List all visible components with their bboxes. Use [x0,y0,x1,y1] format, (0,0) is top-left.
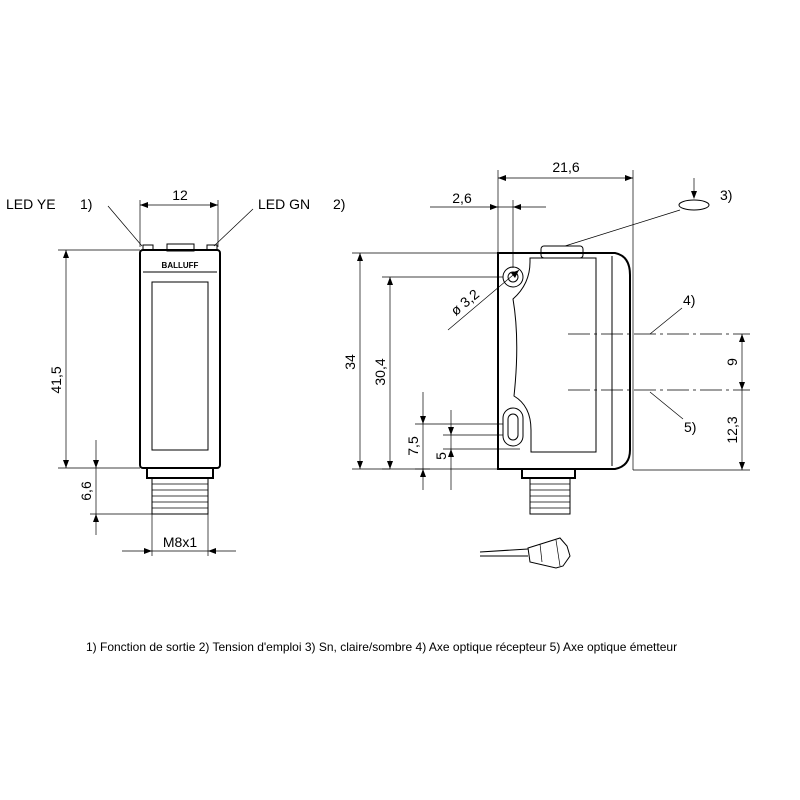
dim-2-6-label: 2,6 [452,190,472,206]
side-view: 3) 21,6 2,6 ø 3,2 [342,159,750,569]
dim-height-34: 34 [342,252,498,470]
dim-41-5-label: 41,5 [48,366,64,393]
led-ye-label: LED YE [6,196,56,212]
cable-plug [479,537,571,569]
potentiometer-callout: 3) [564,178,732,247]
dim-21-6-label: 21,6 [552,159,579,175]
dim-9-label: 9 [724,358,740,366]
dim-6-6-label: 6,6 [78,481,94,501]
ref-3-label: 3) [720,187,732,203]
dim-width-12: 12 [139,187,219,247]
led-gn-ref: 2) [333,196,345,212]
side-connector [521,469,576,515]
dim-5-label: 5 [433,452,449,460]
dim-slot-5: 5 [433,410,520,490]
side-housing [497,245,631,470]
dim-slot-7-5: 7,5 [405,392,503,490]
ref-5-label: 5) [684,419,696,435]
dim-width-21-6: 21,6 [497,159,634,470]
led-gn-label: LED GN [258,196,310,212]
dim-hole-label: ø 3,2 [447,286,482,319]
dim-7-5-label: 7,5 [405,436,421,456]
mounting-hole [502,266,524,288]
dim-12-label: 12 [172,187,188,203]
dim-thread-m8x1: M8x1 [122,514,236,556]
front-view: BALLUFF 12 LED YE 1) LED GN [6,187,345,556]
dim-offset-2-6: 2,6 [430,190,546,268]
front-housing: BALLUFF [139,243,221,469]
dim-axis-bottom-12-3: 12,3 [633,390,750,471]
mounting-slot [502,407,524,447]
led-gn-callout: LED GN 2) [213,196,345,247]
footnote-legend: 1) Fonction de sortie 2) Tension d'emplo… [86,640,678,654]
ref-4-label: 4) [683,292,695,308]
brand-logo: BALLUFF [162,261,199,270]
dim-hole-spacing-30-4: 30,4 [372,276,503,470]
dim-connector-6-6: 6,6 [78,440,152,535]
dim-hole-diameter: ø 3,2 [447,269,520,331]
dim-12-3-label: 12,3 [724,416,740,443]
optical-axes: 4) 5) [568,292,750,435]
led-ye-ref: 1) [80,196,92,212]
dim-30-4-label: 30,4 [372,358,388,385]
dim-height-41-5: 41,5 [48,249,140,469]
dim-34-label: 34 [342,354,358,370]
led-ye-callout: LED YE 1) [6,196,143,247]
dim-axis-spacing-9: 9 [724,334,745,390]
front-connector [146,468,214,515]
m8x1-label: M8x1 [163,534,197,550]
